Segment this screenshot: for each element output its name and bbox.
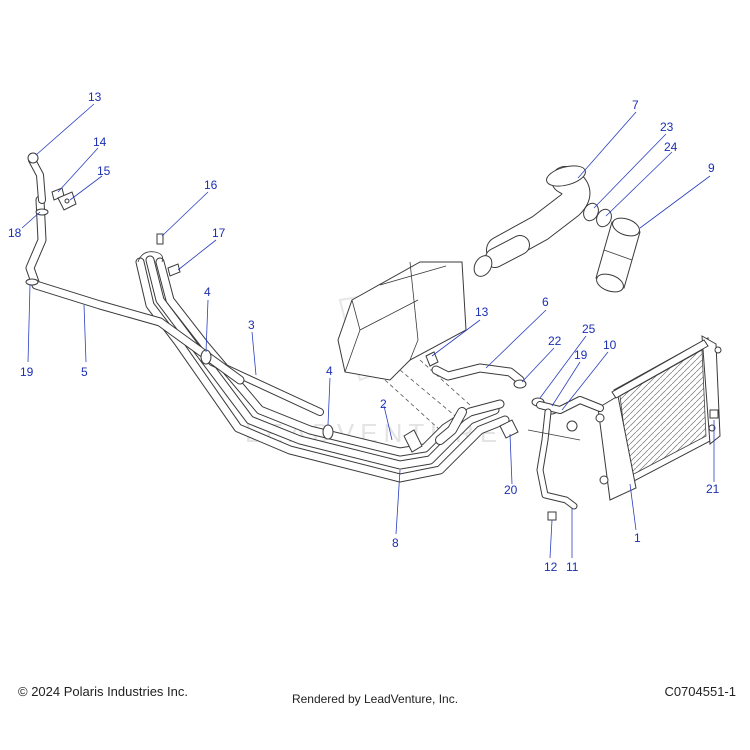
leader-lines	[21, 103, 715, 559]
callout-9: 9	[708, 161, 715, 175]
clamp-24	[596, 208, 612, 228]
radiator	[595, 335, 721, 501]
callout-5: 5	[81, 365, 88, 379]
callout-19-left: 19	[20, 365, 34, 379]
clamp-4b	[322, 424, 334, 440]
callout-14: 14	[93, 135, 107, 149]
callout-4-right: 4	[326, 364, 333, 378]
callout-6: 6	[542, 295, 549, 309]
callout-16: 16	[204, 178, 218, 192]
callout-7: 7	[632, 98, 639, 112]
callout-20: 20	[504, 483, 518, 497]
callout-8: 8	[392, 536, 399, 550]
callout-22: 22	[548, 334, 562, 348]
clip-17	[167, 263, 181, 277]
elbow-2b	[435, 407, 467, 445]
clamp-19a	[25, 278, 39, 286]
bolt-12	[547, 511, 557, 521]
callout-12: 12	[544, 560, 558, 574]
rendered-by-text: Rendered by LeadVenture, Inc.	[291, 692, 459, 706]
callout-17: 17	[212, 226, 226, 240]
callout-25: 25	[582, 322, 596, 336]
diagram-code: C0704551-1	[664, 684, 736, 699]
fitting-2	[403, 429, 423, 453]
callout-19-right: 19	[574, 348, 588, 362]
callout-4-left: 4	[204, 285, 211, 299]
clamp-18	[35, 208, 49, 216]
filter-canister	[595, 217, 641, 293]
fitting-10	[536, 396, 604, 432]
screw-16	[156, 233, 164, 245]
clamp-4a	[200, 349, 212, 365]
bracket-15	[57, 191, 77, 211]
cap-13a	[27, 152, 39, 164]
bolt-top	[714, 346, 722, 354]
callout-23: 23	[660, 120, 674, 134]
bolt-21	[709, 409, 719, 419]
callout-24: 24	[664, 140, 678, 154]
assembly-line-c	[419, 359, 471, 406]
fitting-13b	[425, 351, 439, 367]
clamp-22	[513, 379, 527, 389]
callout-15: 15	[97, 164, 111, 178]
assembly-line-b	[399, 369, 461, 421]
hose-11	[527, 408, 581, 510]
hose-6	[431, 363, 525, 385]
callout-18: 18	[8, 226, 22, 240]
copyright-text: © 2024 Polaris Industries Inc.	[18, 684, 188, 699]
callout-10: 10	[603, 338, 617, 352]
valve-20	[499, 419, 519, 439]
callout-13-top: 13	[88, 90, 102, 104]
callout-21: 21	[706, 482, 720, 496]
callout-13-mid: 13	[475, 305, 489, 319]
callout-1: 1	[634, 531, 641, 545]
callout-2: 2	[380, 397, 387, 411]
engine-housing	[337, 261, 467, 381]
hose-5	[25, 156, 245, 385]
callout-3: 3	[248, 318, 255, 332]
assembly-line-a	[384, 379, 441, 431]
callout-11: 11	[566, 560, 579, 574]
intake-duct	[473, 165, 591, 277]
